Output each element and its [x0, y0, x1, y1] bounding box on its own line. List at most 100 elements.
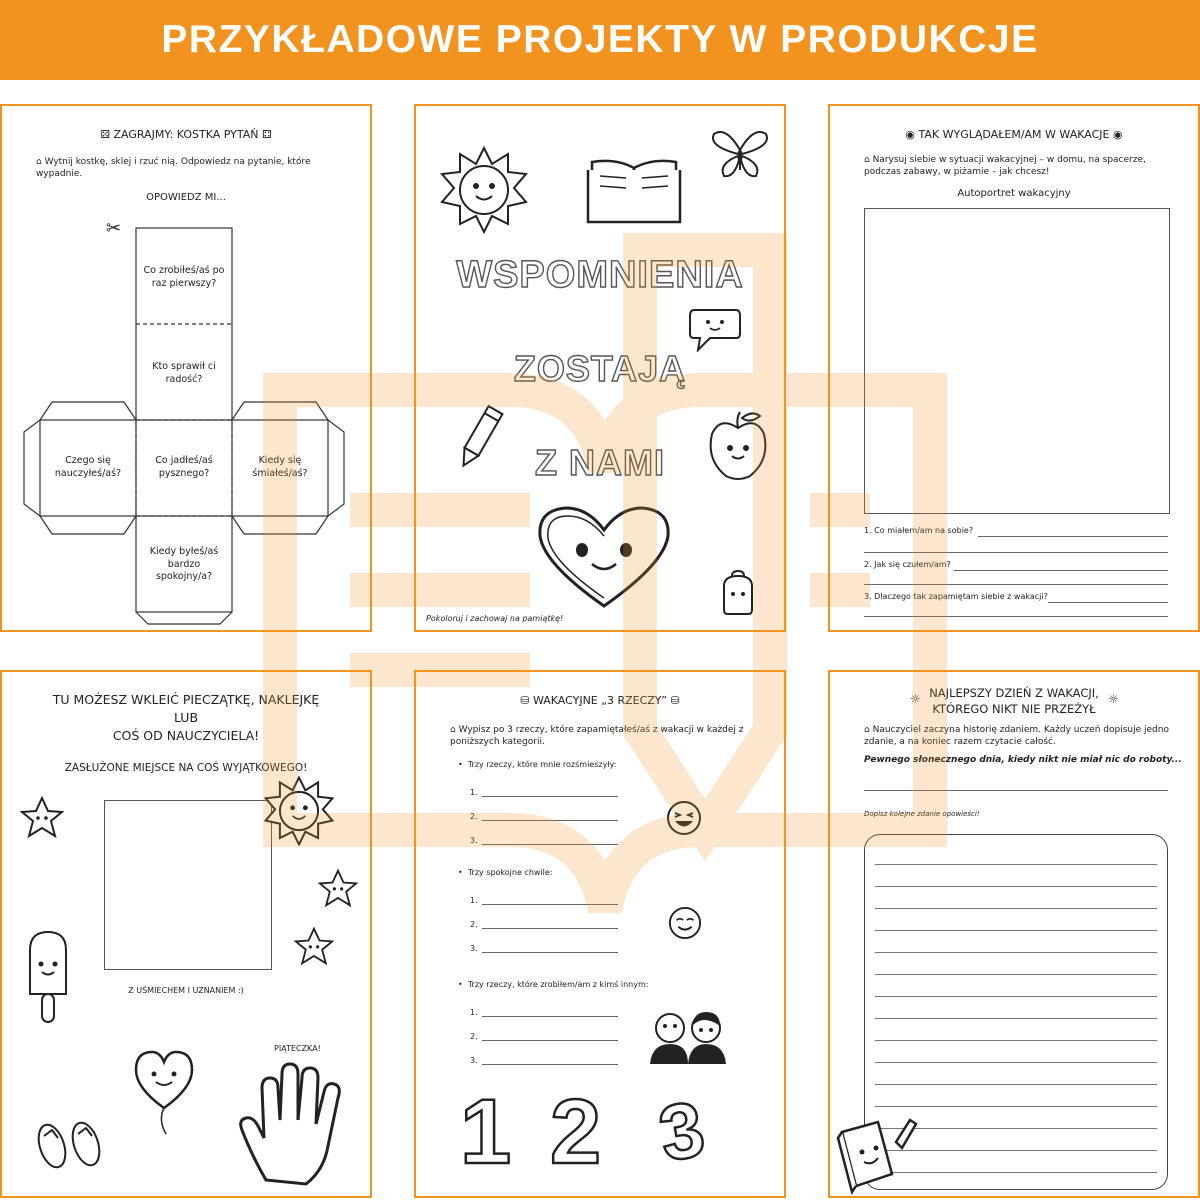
pencil-icon	[462, 404, 504, 468]
answer-line	[978, 536, 1168, 537]
answer-line	[864, 552, 1168, 553]
line-number: 1.	[470, 896, 478, 905]
answer-line	[482, 952, 618, 953]
flip-flops-icon	[37, 1121, 101, 1169]
answer-line	[482, 928, 618, 929]
cover-title-line: WSPOMNIENIA	[456, 253, 744, 296]
title-line: KTÓREGO NIKT NIE PRZEŻYŁ	[932, 702, 1096, 716]
question-text: 1. Co miałem/am na sobie?	[864, 526, 974, 535]
worksheet-self-portrait: ◉ TAK WYGLĄDAŁEM/AM W WAKACJE ◉ ⌂ Narysu…	[828, 104, 1200, 632]
eye-icon: ◉	[905, 128, 919, 141]
house-icon: ⌂	[864, 155, 873, 165]
line-number: 3.	[470, 944, 478, 953]
hand-label: PIĄTECZKA!	[274, 1044, 321, 1053]
big-number: 1	[459, 1081, 513, 1183]
hand-icon	[239, 1062, 341, 1186]
dice-face: Kiedy się śmiałeś/aś?	[252, 455, 308, 479]
friends-icon	[650, 1012, 726, 1064]
answer-line	[482, 1016, 618, 1017]
dice-net	[23, 227, 345, 625]
dice-face: Co jadłeś/aś pysznego?	[155, 455, 213, 479]
subtitle: ZASŁUŻONE MIEJSCE NA COŚ WYJĄTKOWEGO!	[64, 762, 308, 774]
heart-icon	[538, 506, 670, 608]
answer-line	[482, 844, 618, 845]
speech-bubble-icon	[689, 309, 741, 352]
bag-icon: ⛁	[667, 694, 680, 707]
sun-icon	[440, 146, 528, 234]
sun-icon	[264, 776, 334, 846]
answer-line	[482, 1040, 618, 1041]
instruction: ⌂ Wypisz po 3 rzeczy, które zapamiętałeś…	[450, 725, 744, 748]
story-start: Pewnego słonecznego dnia, kiedy nikt nie…	[864, 755, 1182, 765]
worksheet-best-day-story: ☼ ☼ NAJLEPSZY DZIEŃ Z WAKACJI, KTÓREGO N…	[828, 670, 1200, 1198]
dice-face: Co zrobiłeś/aś po raz pierwszy?	[143, 265, 225, 289]
house-icon: ⌂	[36, 157, 45, 167]
book-icon	[586, 159, 682, 224]
question-text: 3. Dlaczego tak zapamiętam siebie z waka…	[864, 592, 1048, 601]
instruction: ⌂ Nauczyciel zaczyna historię zdaniem. K…	[864, 725, 1169, 748]
title-text: ZAGRAJMY: KOSTKA PYTAŃ	[113, 128, 259, 141]
eye-icon: ◉	[1109, 128, 1123, 141]
dice-face: Kiedy byłeś/aś bardzo spokojny/a?	[149, 545, 219, 583]
dice-face: Czego się nauczyłeś/aś?	[54, 455, 122, 479]
line-number: 1.	[470, 1008, 478, 1017]
writing-lines	[875, 843, 1157, 1189]
page-title: ⛁ WAKACYJNE „3 RZECZY” ⛁	[416, 694, 784, 707]
heart-balloon-icon	[134, 1050, 194, 1135]
title-line: NAJLEPSZY DZIEŃ Z WAKACJI,	[929, 686, 1099, 700]
sun-small-icon: ☼	[1108, 692, 1119, 706]
title-line: LUB	[173, 710, 199, 725]
line-number: 3.	[470, 1056, 478, 1065]
cover-title-line: ZOSTAJĄ	[513, 347, 687, 389]
category-label: • Trzy rzeczy, które mnie rozśmieszyły:	[458, 760, 617, 769]
worksheet-sticker-place: TU MOŻESZ WKLEIĆ PIECZĄTKĘ, NAKLEJKĘ LUB…	[0, 670, 372, 1198]
title-line: COŚ OD NAUCZYCIELA!	[112, 728, 260, 743]
drawing-box	[864, 208, 1170, 514]
answer-line	[482, 904, 618, 905]
butterfly-icon	[712, 131, 768, 178]
big-number: 3	[651, 1083, 712, 1180]
apple-icon	[709, 411, 767, 480]
calm-face-icon	[668, 906, 702, 940]
laughing-face-icon	[667, 801, 701, 835]
writing-box	[864, 834, 1168, 1190]
page-title: ◉ TAK WYGLĄDAŁEM/AM W WAKACJE ◉	[830, 128, 1198, 141]
scissors-icon: ✂	[106, 218, 122, 239]
title-line: TU MOŻESZ WKLEIĆ PIECZĄTKĘ, NAKLEJKĘ	[52, 692, 320, 707]
box-label: Autoportret wakacyjny	[957, 188, 1071, 199]
house-icon: ⌂	[864, 725, 873, 735]
header-banner: PRZYKŁADOWE PROJEKTY W PRODUKCJE	[0, 0, 1200, 80]
question-text: 2. Jak się czułem/am?	[864, 560, 951, 569]
story-prompt: Dopisz kolejne zdanie opowieści!	[864, 810, 980, 818]
title-text: TAK WYGLĄDAŁEM/AM W WAKACJE	[918, 128, 1110, 141]
worksheet-three-things: ⛁ WAKACYJNE „3 RZECZY” ⛁ ⌂ Wypisz po 3 r…	[414, 670, 786, 1198]
answer-line	[482, 820, 618, 821]
backpack-icon	[723, 570, 753, 615]
sun-small-icon: ☼	[910, 692, 921, 706]
worksheet-question-dice: ⚄ ZAGRAJMY: KOSTKA PYTAŃ ⚃ ⌂ Wytnij kost…	[0, 104, 372, 632]
banner-title: PRZYKŁADOWE PROJEKTY W PRODUKCJE	[161, 18, 1039, 61]
answer-line	[864, 584, 1168, 585]
star-icon	[294, 926, 334, 966]
cover-title-line: Z NAMI	[534, 441, 665, 483]
sticker-box	[104, 800, 272, 970]
line-number: 3.	[470, 836, 478, 845]
dice-icon: ⚄	[100, 128, 114, 141]
answer-line	[482, 796, 618, 797]
instruction: ⌂ Narysuj siebie w sytuacji wakacyjnej –…	[864, 155, 1146, 178]
title-text: WAKACYJNE „3 RZECZY”	[532, 694, 668, 707]
page-title: ⚄ ZAGRAJMY: KOSTKA PYTAŃ ⚃	[2, 128, 370, 141]
caption: Z UŚMIECHEM I UZNANIEM :)	[128, 986, 244, 995]
worksheet-memories-cover: WSPOMNIENIA ZOSTAJĄ Z NAMI Pokoloruj i z…	[414, 104, 786, 632]
bag-icon: ⛁	[520, 694, 533, 707]
house-icon: ⌂	[450, 725, 459, 735]
dice-face: Kto sprawił ci radość?	[152, 361, 216, 385]
line-number: 2.	[470, 920, 478, 929]
subtitle: OPOWIEDZ MI...	[146, 192, 226, 203]
category-label: • Trzy spokojne chwile:	[458, 868, 553, 877]
line-number: 1.	[470, 788, 478, 797]
category-label: • Trzy rzeczy, które zrobiłem/am z kimś …	[458, 980, 649, 989]
answer-line	[954, 570, 1168, 571]
answer-line	[1048, 602, 1168, 603]
star-icon	[318, 868, 358, 908]
